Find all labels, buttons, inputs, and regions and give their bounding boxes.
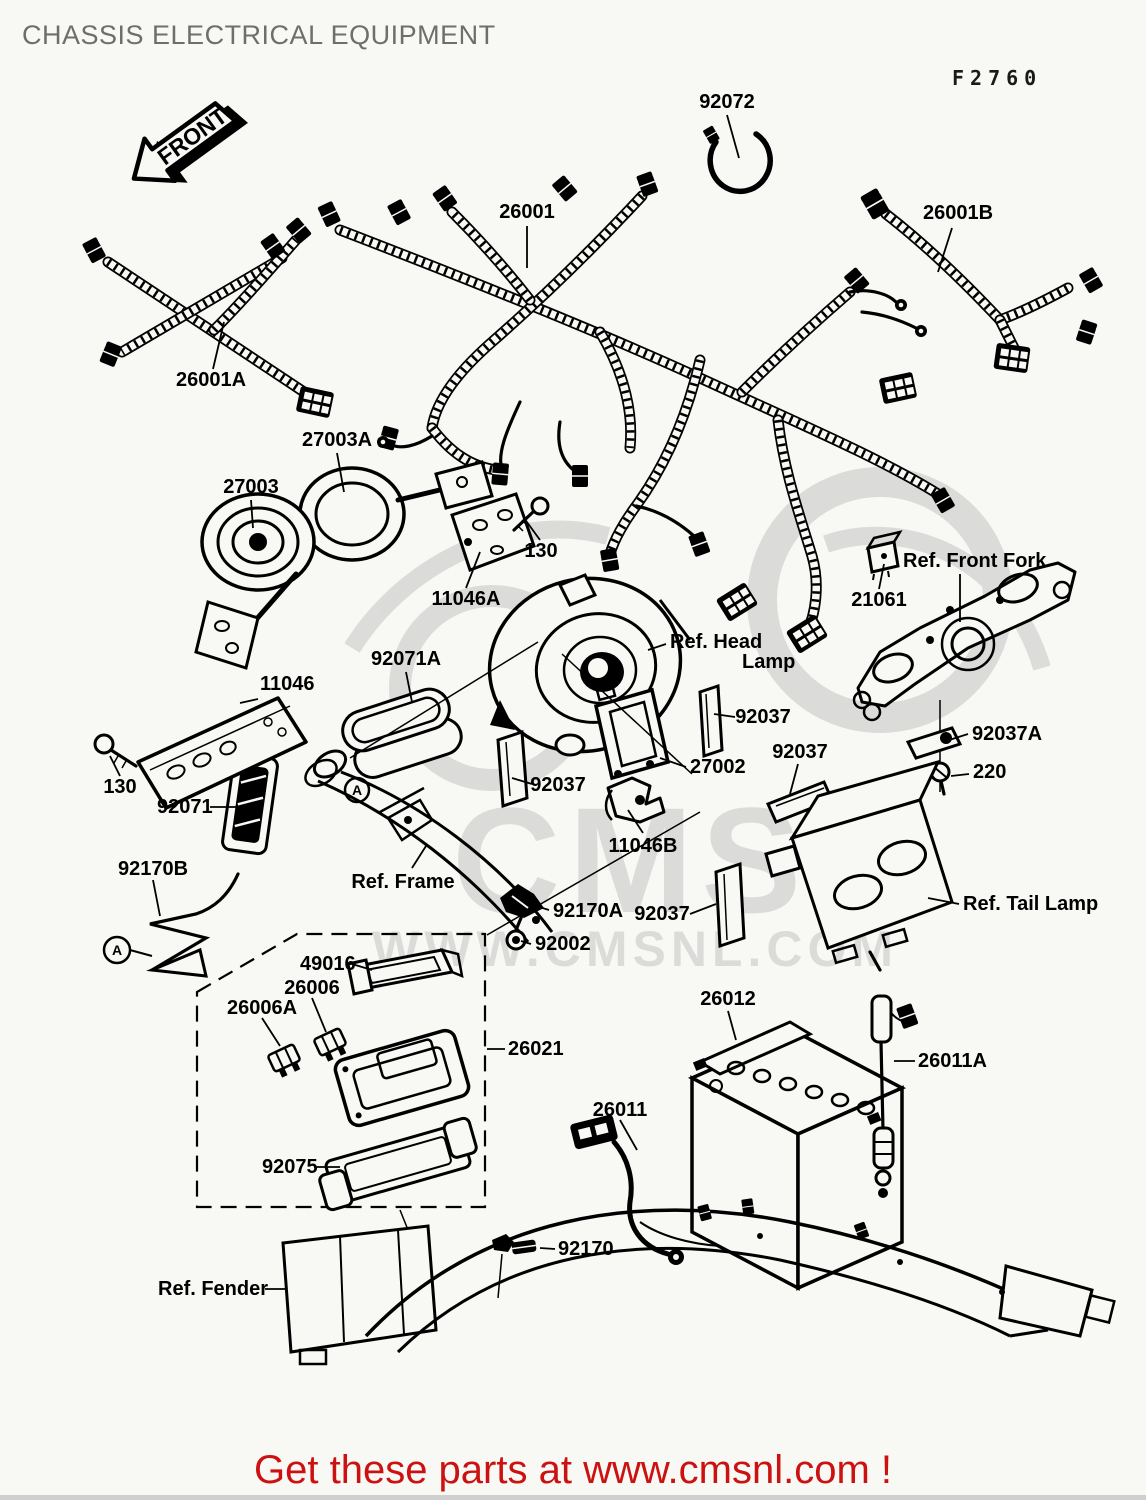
cable-26011a <box>868 950 920 1198</box>
label-ref-head-lamp-line2: Lamp <box>742 651 796 673</box>
damper-92037-tail <box>714 861 746 949</box>
horn-27003 <box>194 492 316 670</box>
label-ref-head-lamp-line1: Ref. Head <box>670 631 763 653</box>
bolt-130-top <box>512 496 550 532</box>
pad-92071a <box>341 687 463 779</box>
label-26001b: 26001B <box>922 202 994 224</box>
label-92071: 92071 <box>157 796 213 818</box>
fuse-26006 <box>313 1027 347 1062</box>
circle-a-marker-lead: A <box>112 942 122 958</box>
main-harness-26001 <box>316 170 957 655</box>
label-27003: 27003 <box>223 476 279 498</box>
label-26021: 26021 <box>508 1038 564 1060</box>
igniter-27002 <box>593 684 671 781</box>
front-direction-arrow: FRONT <box>131 101 248 184</box>
label-26001a: 26001A <box>175 369 247 391</box>
label-49016: 49016 <box>300 953 356 975</box>
label-ref-front-fork: Ref. Front Fork <box>903 550 1047 572</box>
label-130-left: 130 <box>103 776 137 798</box>
watermark: CMS WWW.CMSNL.COM <box>344 467 1051 977</box>
label-26011a: 26011A <box>918 1050 987 1072</box>
relay-21061 <box>865 530 903 581</box>
junction-box-area <box>195 932 487 1293</box>
label-220: 220 <box>973 761 1007 783</box>
watermark-url-text: WWW.CMSNL.COM <box>372 921 898 977</box>
lead-92170b: A <box>102 872 240 978</box>
label-92037-right: 92037 <box>772 741 828 763</box>
cable-26011 <box>570 1114 684 1265</box>
label-26011: 26011 <box>592 1099 648 1121</box>
label-92170: 92170 <box>558 1238 614 1260</box>
label-92037-head-right: 92037 <box>735 706 791 728</box>
label-27002: 27002 <box>690 756 746 778</box>
sub-harness-26001b <box>858 186 1105 374</box>
label-92037-tail: 92037 <box>634 903 690 925</box>
bolt-130-left <box>93 733 138 769</box>
sub-harness-26001a <box>81 216 335 419</box>
tray-92075 <box>318 1116 478 1212</box>
damper-92037-head-left <box>496 729 529 809</box>
horn-27003a <box>298 460 494 562</box>
label-92037a: 92037A <box>972 723 1043 745</box>
washer-92037a <box>905 726 963 760</box>
bracket-11046a <box>450 492 536 572</box>
battery-26012 <box>687 1020 907 1291</box>
damper-92037-head-right <box>698 683 724 759</box>
circle-a-marker-frame: A <box>352 782 362 798</box>
label-92072: 92072 <box>699 91 755 113</box>
label-ref-frame: Ref. Frame <box>351 871 455 893</box>
label-92071a: 92071A <box>370 648 442 670</box>
label-ref-tail-lamp: Ref. Tail Lamp <box>963 893 1099 915</box>
label-21061: 21061 <box>851 589 907 611</box>
label-92037-head-left: 92037 <box>530 774 586 796</box>
grommet-92002 <box>505 916 527 951</box>
front-fork-bracket <box>852 561 1077 792</box>
label-92002: 92002 <box>535 933 591 955</box>
clamp-92072 <box>702 124 773 195</box>
bottom-edge-strip <box>0 1495 1146 1500</box>
label-26006: 26006 <box>284 977 340 999</box>
plate-code: F2760 <box>952 66 1043 90</box>
junction-box-outline <box>195 932 487 1209</box>
clamp-11046b <box>604 776 666 824</box>
label-92170b: 92170B <box>117 858 189 880</box>
frame-drawing: A <box>304 749 554 943</box>
label-ref-fender: Ref. Fender <box>158 1278 269 1300</box>
leader-lines <box>109 114 970 1290</box>
pad-92071 <box>221 752 279 856</box>
bracket-49016 <box>346 948 464 996</box>
label-27003a: 27003A <box>301 429 373 451</box>
label-11046b: 11046B <box>608 835 678 857</box>
junction-box-26021 <box>333 1028 471 1128</box>
bracket-11046 <box>136 696 308 810</box>
label-92170a: 92170A <box>553 900 624 922</box>
label-26012: 26012 <box>700 988 756 1010</box>
label-130-top: 130 <box>524 540 558 562</box>
fuse-26006a <box>267 1043 301 1078</box>
label-92075: 92075 <box>262 1156 318 1178</box>
clamp-92170a <box>500 884 544 924</box>
footer-promo-text: Get these parts at www.cmsnl.com ! <box>254 1448 892 1492</box>
label-11046: 11046 <box>260 673 315 695</box>
label-11046a: 11046A <box>431 588 501 610</box>
page-title: CHASSIS ELECTRICAL EQUIPMENT <box>22 20 496 50</box>
fender <box>281 1197 1116 1366</box>
label-26006a: 26006A <box>226 997 298 1019</box>
label-26001: 26001 <box>499 201 555 223</box>
